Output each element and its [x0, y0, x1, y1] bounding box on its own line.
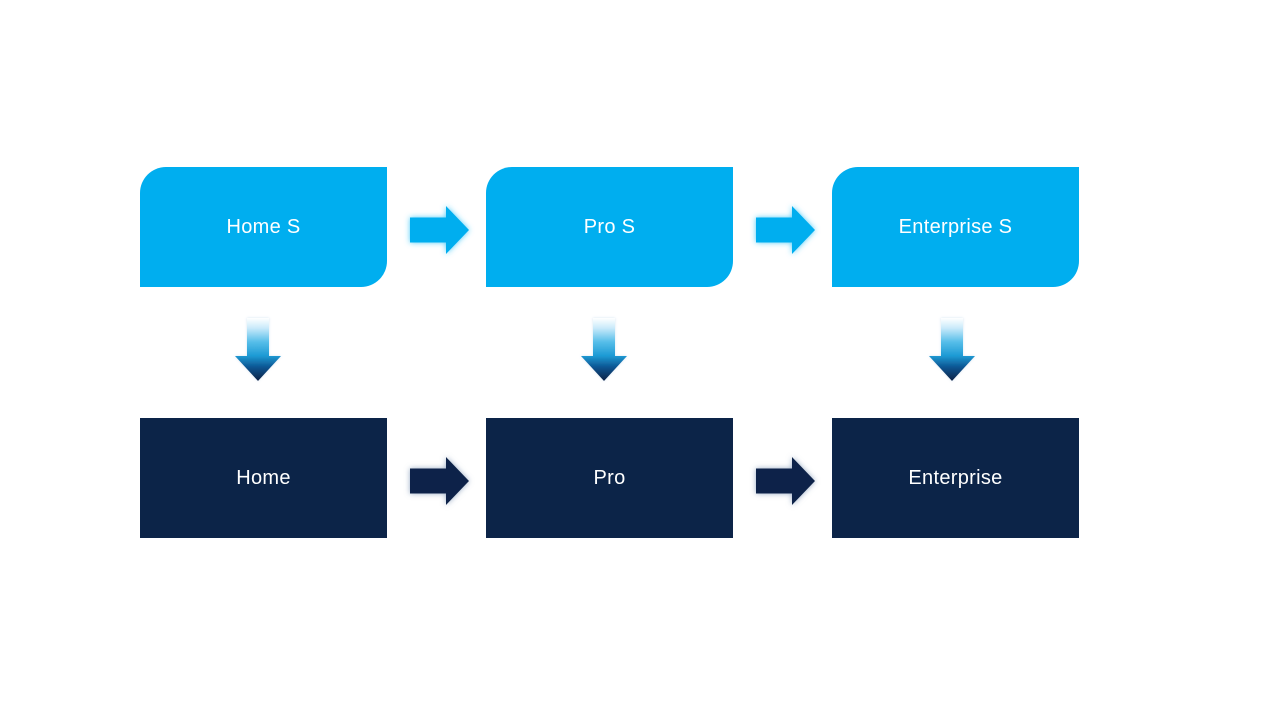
node-home: Home	[140, 418, 387, 538]
node-enterprise-label: Enterprise	[908, 466, 1003, 489]
node-enterprise-s: Enterprise S	[832, 167, 1079, 287]
right-arrow-icon	[756, 206, 815, 254]
right-arrow-icon	[756, 457, 815, 505]
node-home-s-label: Home S	[226, 215, 301, 238]
down-arrow-icon	[929, 318, 975, 381]
down-arrow-icon	[581, 318, 627, 381]
node-pro-s: Pro S	[486, 167, 733, 287]
node-pro-label: Pro	[593, 466, 626, 489]
right-arrow-icon	[410, 206, 469, 254]
node-home-s: Home S	[140, 167, 387, 287]
node-enterprise-s-label: Enterprise S	[898, 215, 1013, 238]
node-pro: Pro	[486, 418, 733, 538]
down-arrow-icon	[235, 318, 281, 381]
node-pro-s-label: Pro S	[583, 215, 636, 238]
right-arrow-icon	[410, 457, 469, 505]
node-home-label: Home	[236, 466, 291, 489]
node-enterprise: Enterprise	[832, 418, 1079, 538]
